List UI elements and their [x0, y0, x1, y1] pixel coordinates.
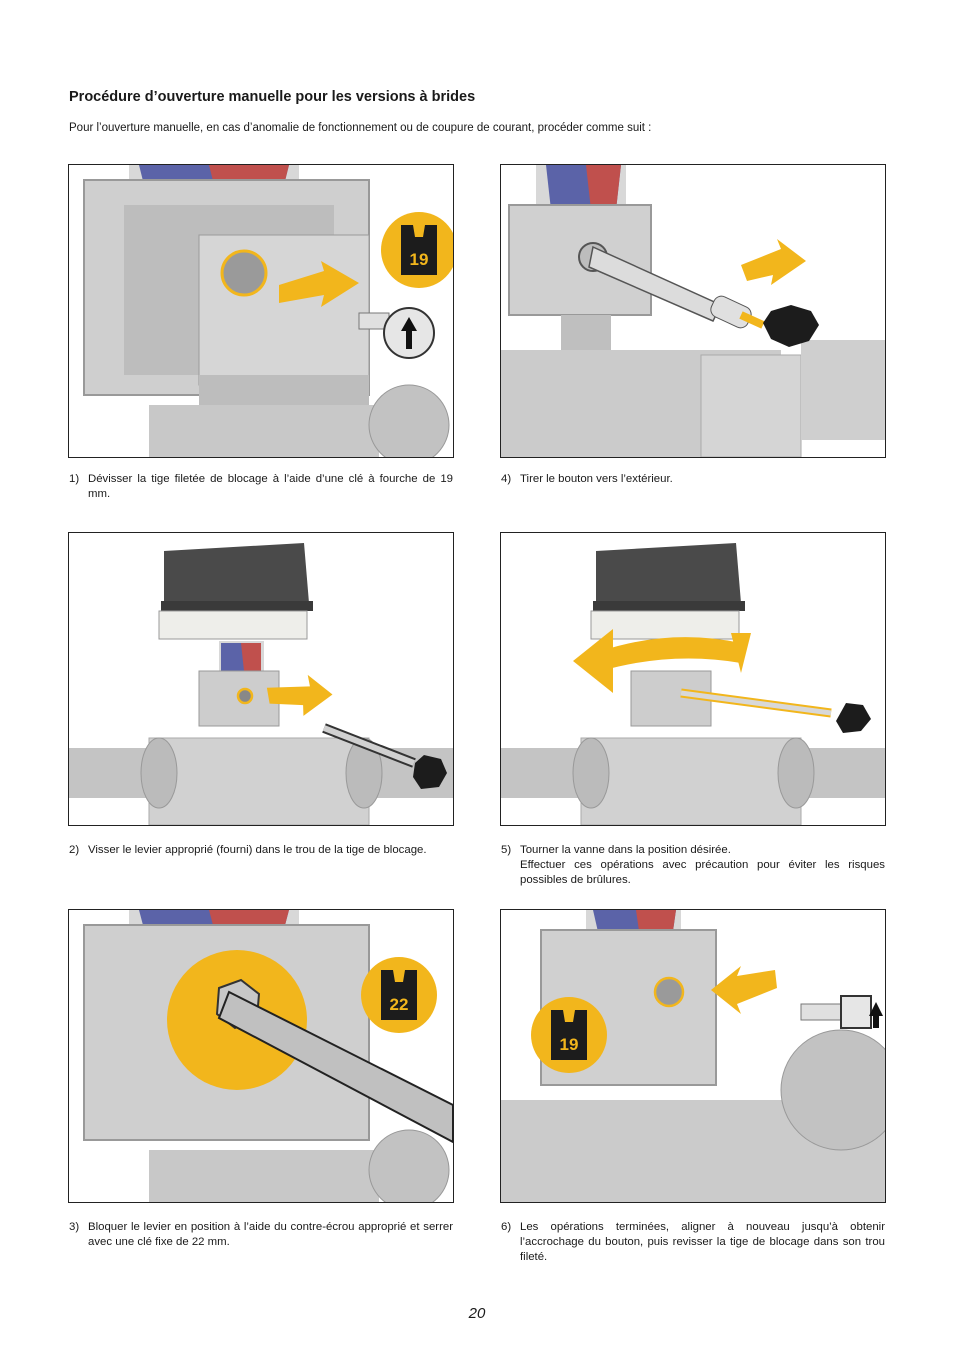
lock-lever-illustration: 22 [69, 910, 453, 1202]
step-text: Les opérations terminées, aligner à nouv… [520, 1221, 885, 1263]
step-2-caption: 2) Visser le levier approprié (fourni) d… [69, 843, 453, 858]
intro-text: Pour l’ouverture manuelle, en cas d’anom… [69, 122, 652, 134]
page-number: 20 [468, 1305, 486, 1322]
page-title: Procédure d’ouverture manuelle pour les … [69, 89, 476, 105]
wrench-size-badge: 19 [410, 250, 429, 269]
step-number: 4) [501, 473, 512, 485]
step-3-caption: 3) Bloquer le levier en position à l’aid… [69, 1220, 453, 1250]
step-text: Dévisser la tige filetée de blocage à l’… [88, 473, 453, 500]
wrench-size-badge: 19 [560, 1035, 579, 1054]
step-text: Bloquer le levier en position à l’aide d… [88, 1221, 453, 1248]
step-text: Visser le levier approprié (fourni) dans… [88, 844, 427, 856]
step-6-caption: 6) Les opérations terminées, aligner à n… [501, 1220, 885, 1265]
illustration-step-1: 19 [68, 164, 454, 458]
step-text: Tirer le bouton vers l’extérieur. [520, 473, 673, 485]
step-warning-text: Effectuer ces opérations avec précaution… [520, 859, 885, 886]
illustration-step-4 [500, 164, 886, 458]
pull-knob-illustration [501, 165, 885, 457]
step-5-caption: 5) Tourner la vanne dans la position dés… [501, 843, 885, 888]
step-text: Tourner la vanne dans la position désiré… [520, 844, 731, 856]
step-number: 3) [69, 1221, 80, 1233]
illustration-step-2 [68, 532, 454, 826]
illustration-step-3: 22 [68, 909, 454, 1203]
step-number: 1) [69, 473, 80, 485]
rescrew-locking-rod-illustration: 19 [501, 910, 885, 1202]
step-4-caption: 4) Tirer le bouton vers l’extérieur. [501, 472, 885, 487]
step-number: 5) [501, 844, 512, 856]
illustration-step-6: 19 [500, 909, 886, 1203]
step-1-caption: 1) Dévisser la tige filetée de blocage à… [69, 472, 453, 502]
unscrew-locking-rod-illustration: 19 [69, 165, 453, 457]
screw-lever-illustration [69, 533, 453, 825]
step-number: 2) [69, 844, 80, 856]
step-number: 6) [501, 1221, 512, 1233]
turn-valve-illustration [501, 533, 885, 825]
wrench-size-badge: 22 [390, 995, 409, 1014]
illustration-step-5 [500, 532, 886, 826]
